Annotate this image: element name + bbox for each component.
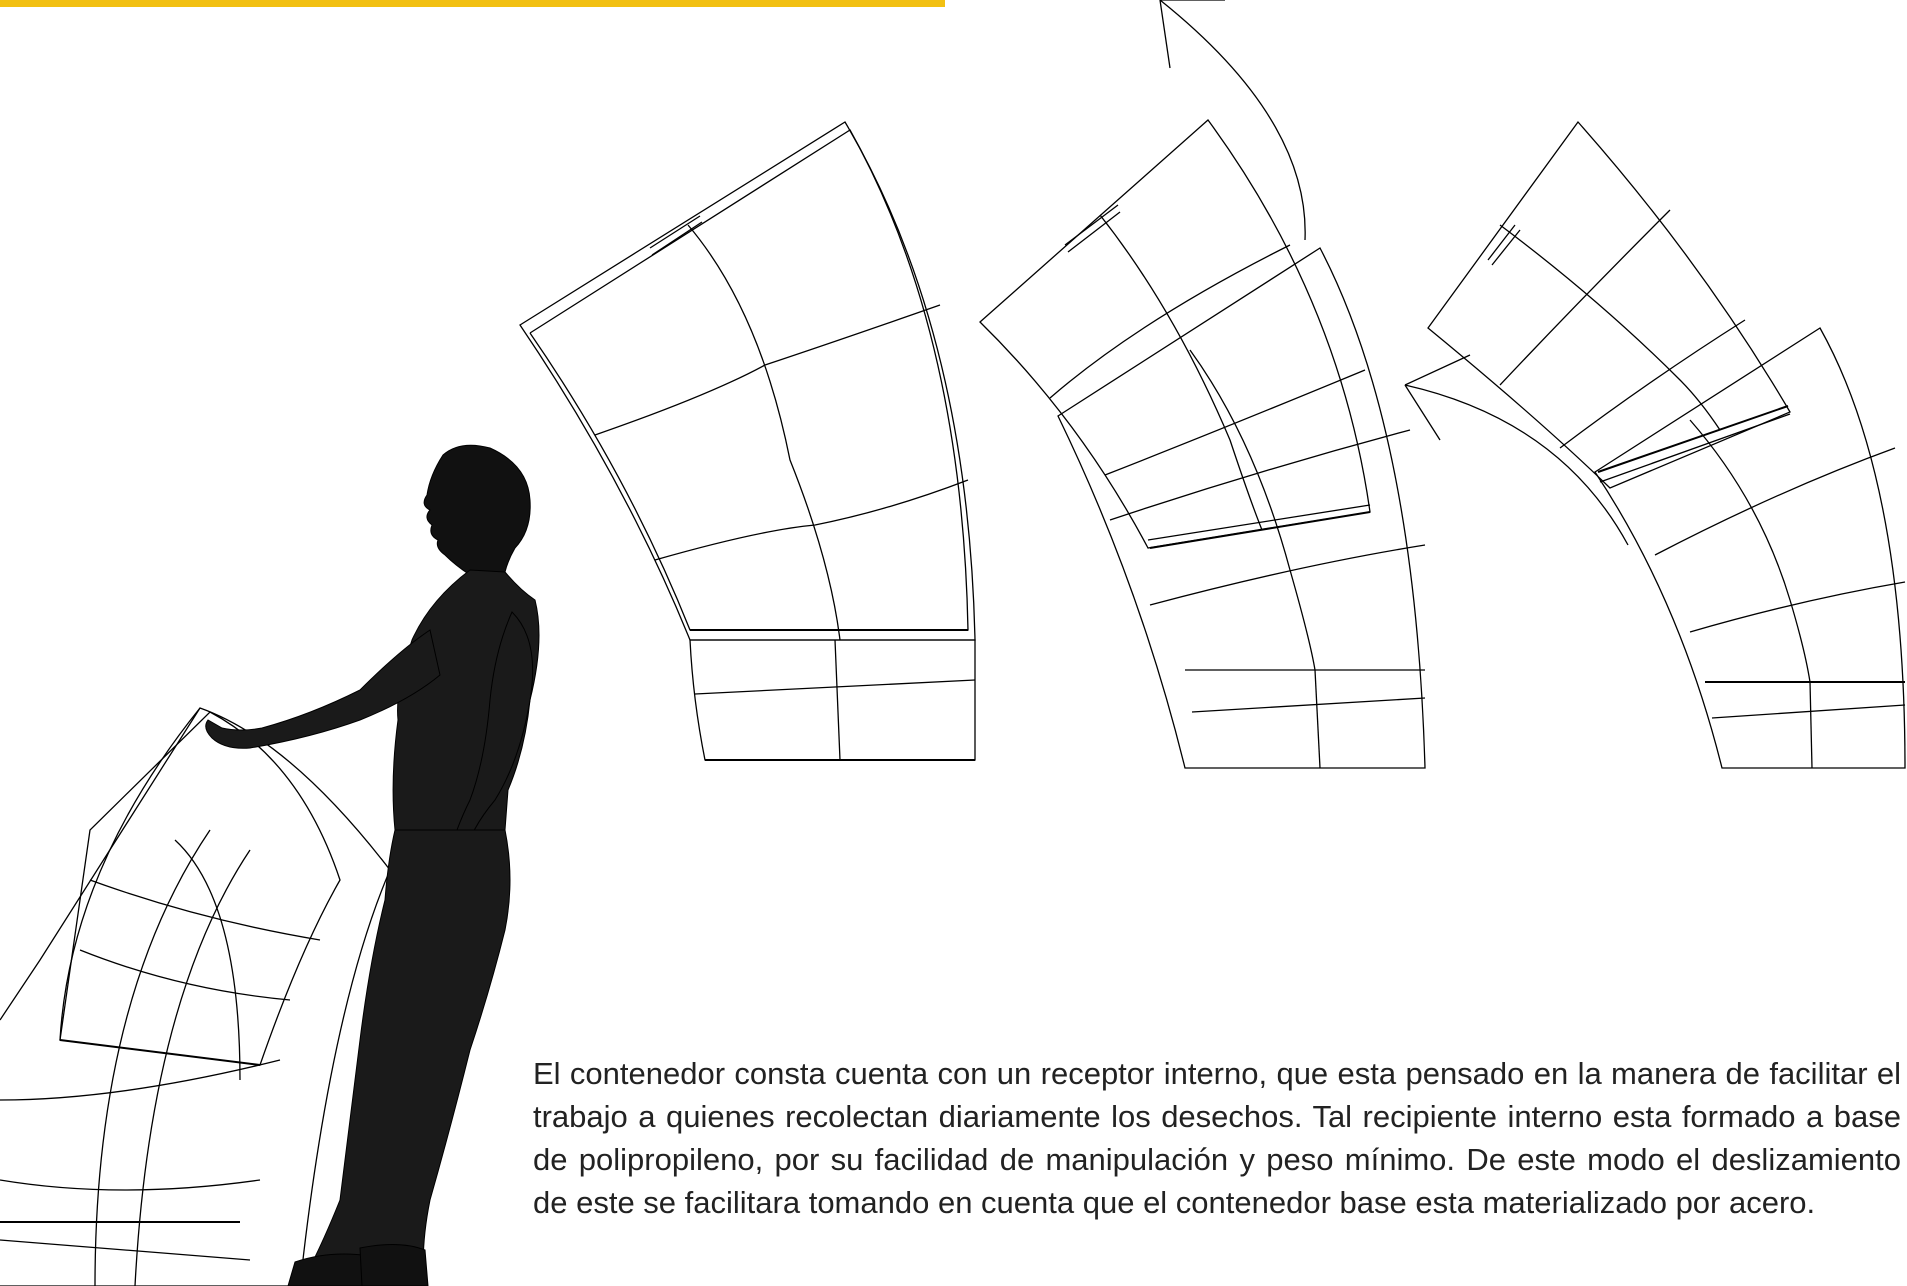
wireframe-human-figure: [205, 444, 540, 1286]
curved-container-stage-1: [519, 121, 976, 761]
insertion-arrow-icon: [1404, 354, 1629, 546]
accent-bar: [0, 0, 945, 7]
curved-container-stage-3: [1427, 120, 1906, 769]
rotation-arrow-icon: [1159, 0, 1306, 241]
caption-paragraph: El contenedor consta cuenta con un recep…: [533, 1056, 1901, 1220]
curved-container-stage-2: [979, 119, 1426, 769]
tipped-container: [0, 707, 391, 1286]
